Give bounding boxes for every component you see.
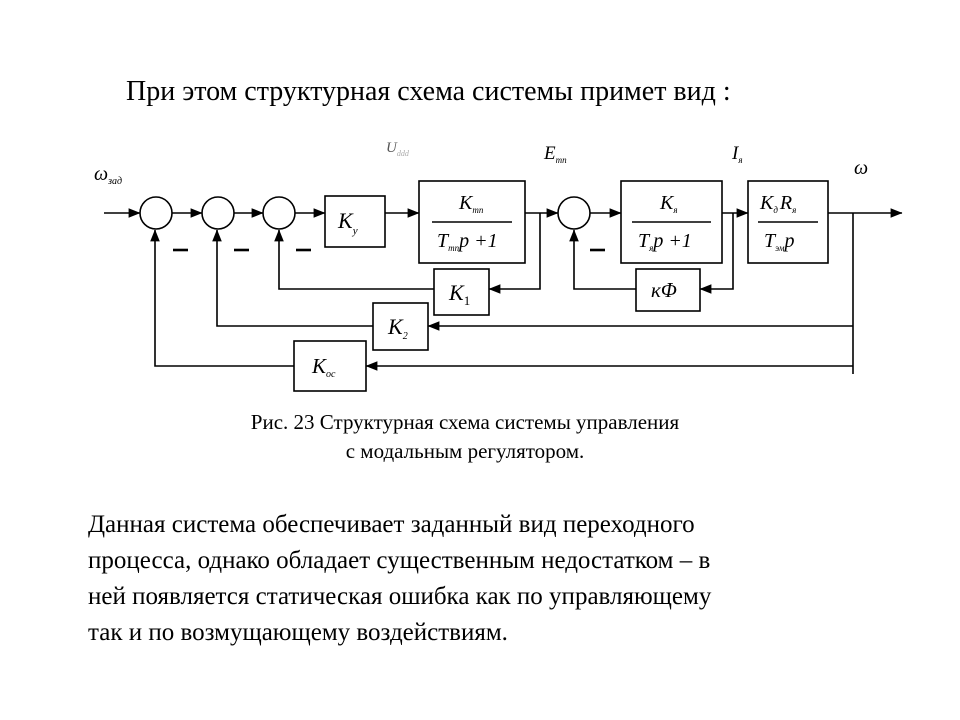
caption-line-2: с модальным регулятором. [345, 439, 585, 463]
block-thyristor [418, 180, 526, 264]
thyristor-denominator: Tтпp +1 [437, 230, 498, 253]
block-armature [620, 180, 723, 264]
block-ky [324, 195, 386, 248]
body-line-3: ней появляется статическая ошибка как по… [88, 583, 712, 610]
summing-junction-2 [201, 196, 235, 230]
thyristor-numerator: Kтп [458, 192, 484, 215]
label-e: Eтп [543, 143, 567, 165]
koc-output-line [150, 229, 294, 367]
block-koc [293, 340, 367, 392]
k1-output-line [274, 229, 434, 290]
slide-heading: При этом структурная схема системы приме… [126, 76, 731, 107]
armature-numerator: Kя [659, 192, 678, 215]
body-line-4: так и по возмущающему воздействиям. [88, 619, 508, 646]
koc-label: Kос [311, 354, 336, 380]
body-paragraph: Данная система обеспечивает заданный вид… [88, 507, 908, 651]
label-omega-input: ωзад [94, 163, 122, 187]
armature-denominator: Tяp +1 [638, 230, 692, 253]
k1-label: K1 [448, 280, 470, 308]
label-omega-output: ω [854, 157, 868, 179]
kphi-output-line [569, 229, 636, 290]
kphi-label: кΦ [651, 278, 677, 302]
figure-caption: Рис. 23 Структурная схема системы управл… [150, 408, 780, 466]
block-k2 [372, 302, 429, 351]
i-feedback-line [699, 213, 734, 294]
body-line-2: процесса, однако обладает существенным н… [88, 547, 711, 574]
summing-junction-1 [139, 196, 173, 230]
ky-label: Kу [337, 208, 358, 237]
block-k1 [433, 268, 490, 316]
mechanical-denominator: Tэмp [764, 230, 795, 253]
label-u: Uddd [386, 140, 410, 158]
body-line-1: Данная система обеспечивает заданный вид… [88, 511, 695, 538]
k2-label: K2 [387, 314, 408, 342]
label-i: Iя [731, 143, 743, 165]
summing-junction-3 [262, 196, 296, 230]
block-mechanical [747, 180, 829, 264]
k2-output-line [212, 229, 373, 327]
block-kphi [635, 268, 701, 312]
e-feedback-line [488, 213, 541, 294]
summing-junction-4 [557, 196, 591, 230]
caption-line-1: Рис. 23 Структурная схема системы управл… [250, 410, 680, 434]
